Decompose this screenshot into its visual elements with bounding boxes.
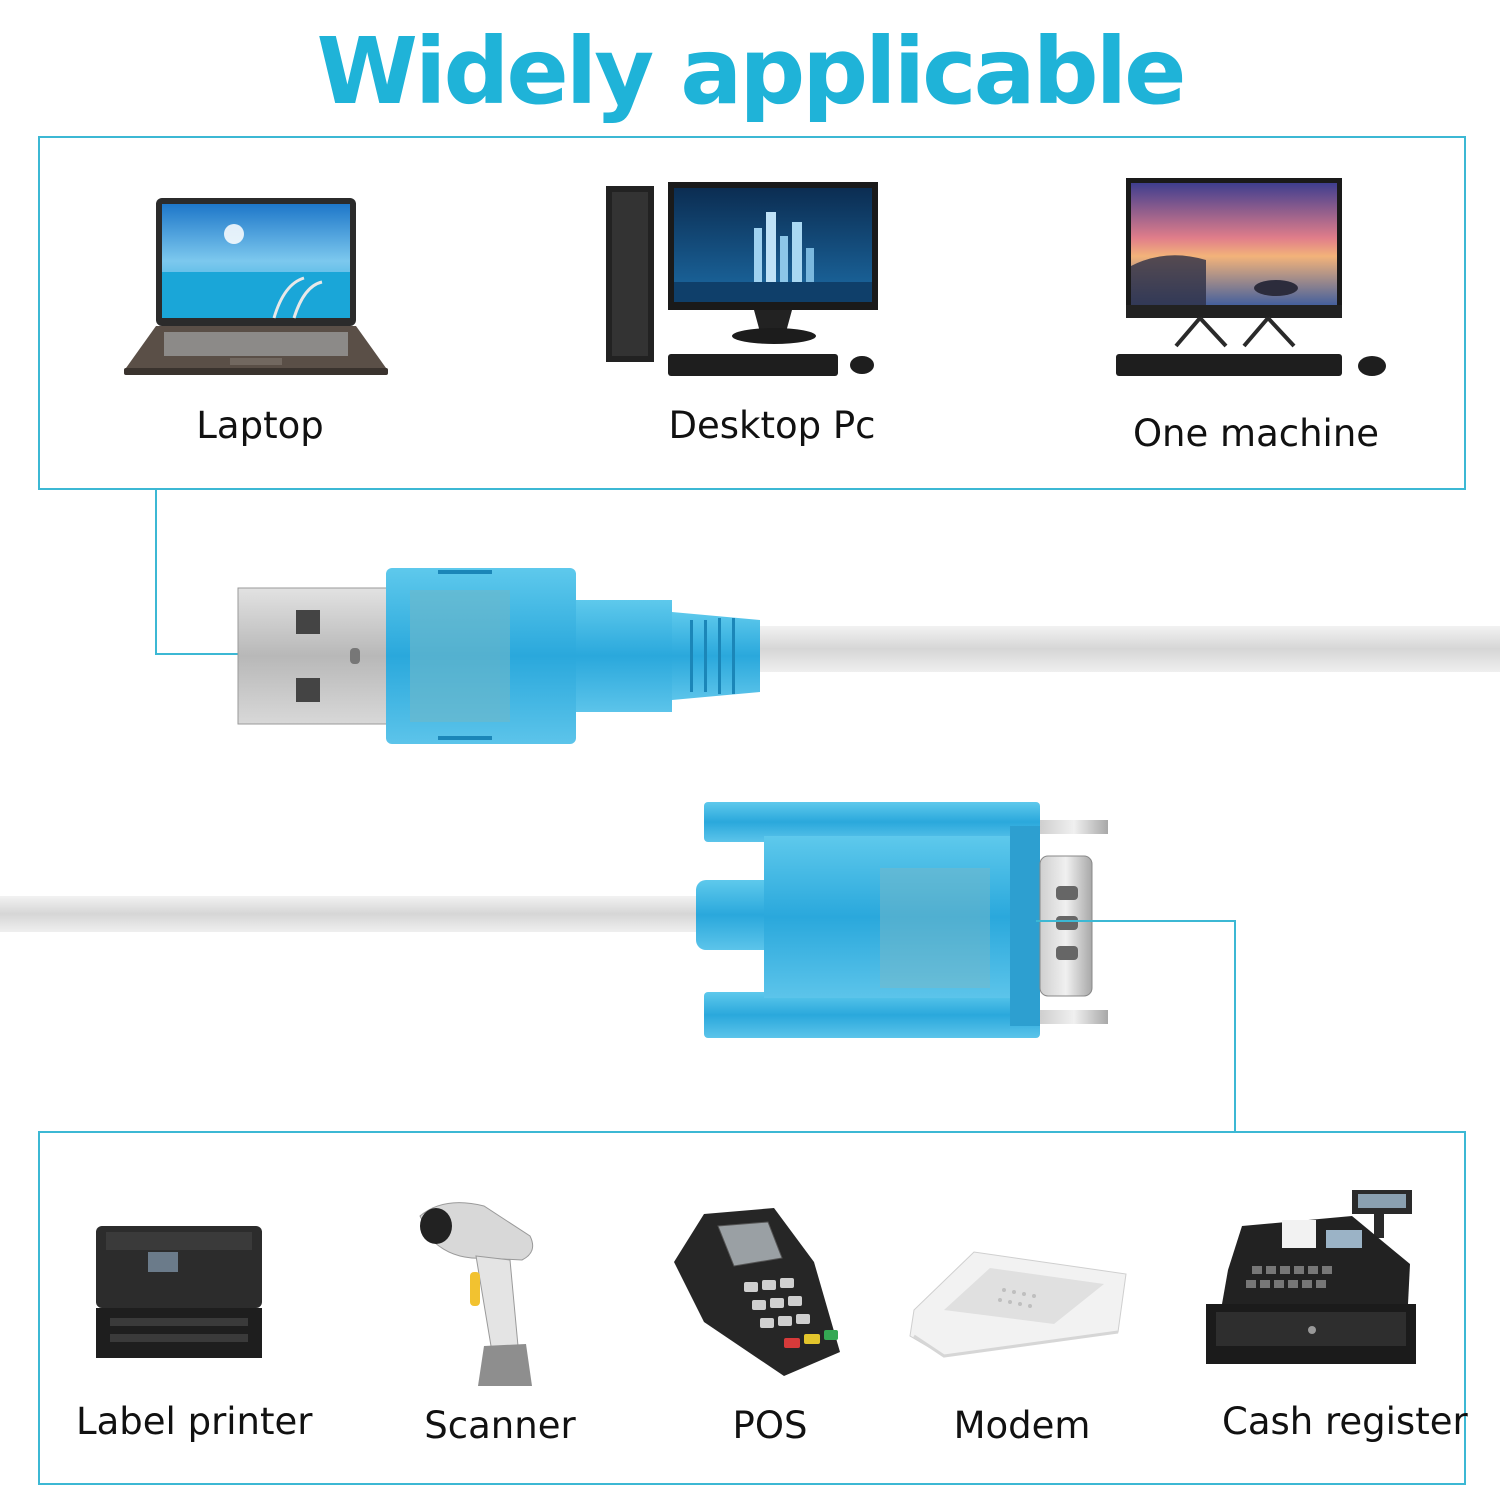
db9-serial-connector-icon	[0, 796, 1140, 1056]
device-label-label-printer: Label printer	[76, 1400, 313, 1443]
modem-icon	[904, 1240, 1136, 1370]
db9-leader-line-vertical	[1234, 920, 1236, 1132]
label-printer-icon	[92, 1222, 266, 1362]
host-label-one-machine: One machine	[1132, 412, 1380, 455]
pos-terminal-icon	[664, 1202, 848, 1380]
laptop-icon	[124, 196, 388, 378]
page-title: Widely applicable	[316, 18, 1186, 125]
desktop-pc-icon	[604, 182, 880, 380]
cash-register-icon	[1202, 1186, 1420, 1372]
all-in-one-pc-icon	[1116, 178, 1392, 380]
db9-leader-line-horizontal	[1036, 920, 1236, 922]
usb-leader-line-vertical	[155, 490, 157, 655]
host-label-desktop-pc: Desktop Pc	[668, 404, 876, 447]
host-label-laptop: Laptop	[196, 404, 324, 447]
device-label-pos: POS	[732, 1404, 808, 1447]
device-label-modem: Modem	[953, 1404, 1091, 1447]
device-label-scanner: Scanner	[424, 1404, 576, 1447]
device-label-cash-register: Cash register	[1222, 1400, 1468, 1443]
usb-a-connector-icon	[0, 560, 1500, 760]
usb-leader-line-horizontal	[155, 653, 295, 655]
barcode-scanner-icon	[414, 1196, 538, 1392]
